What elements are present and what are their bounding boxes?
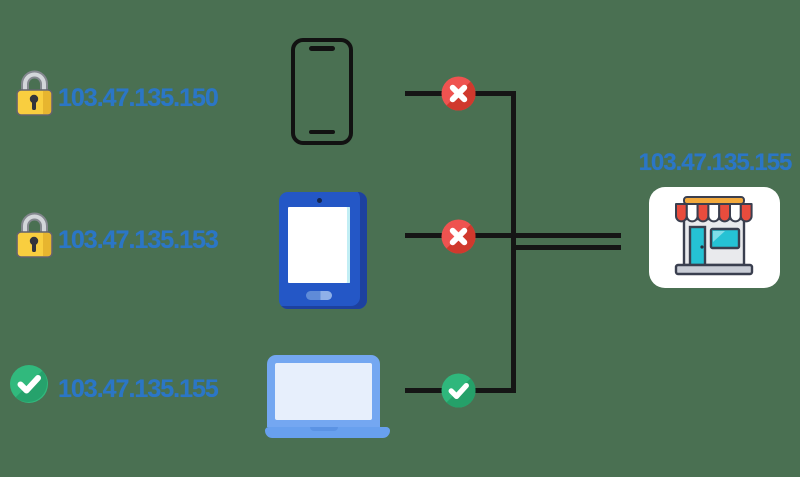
laptop-base [265,427,390,438]
laptop-display [275,363,372,420]
laptop-notch [310,427,338,431]
tablet-screen [288,207,350,283]
laptop-icon [267,355,380,427]
lock-icon [13,68,55,123]
phone-notch [309,46,335,51]
tablet-camera [317,198,322,203]
check-icon [9,364,49,409]
smartphone-icon [291,38,353,145]
tablet-icon [279,192,367,309]
client-ip-3: 103.47.135.155 [58,375,219,403]
tablet-home-button [306,291,332,300]
connector-server-lower [512,245,621,250]
client-ip-2: 103.47.135.153 [58,226,219,254]
server-card [649,187,780,288]
client-ip-1: 103.47.135.150 [58,84,219,112]
allowed-icon [441,373,476,408]
blocked-icon [441,76,476,111]
phone-homebar [309,130,335,134]
lock-icon [13,210,55,265]
connector-trunk [511,91,516,393]
blocked-icon [441,219,476,254]
server-ip: 103.47.135.155 [638,149,793,176]
storefront-icon [674,196,754,276]
